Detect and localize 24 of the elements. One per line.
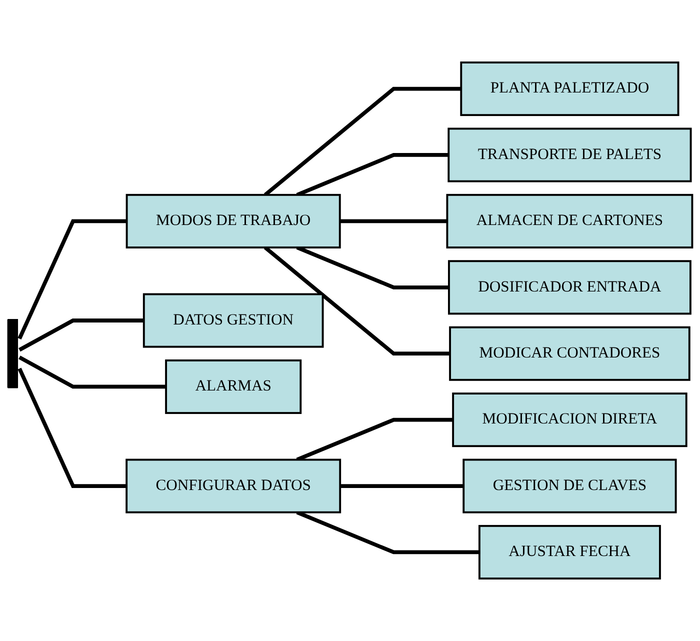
connector-line: [264, 246, 450, 356]
menu-box: CONFIGURAR DATOS: [126, 458, 342, 514]
connector-line: [340, 219, 448, 224]
menu-box: ALARMAS: [165, 359, 302, 414]
menu-box: AJUSTAR FECHA: [478, 524, 661, 580]
menu-box: MODIFICACION DIRETA: [452, 392, 688, 448]
menu-box: DATOS GESTION: [142, 293, 324, 348]
connector-line: [18, 356, 166, 389]
connector-line: [296, 153, 449, 197]
menu-box: TRANSPORTE DE PALETS: [448, 128, 692, 182]
connector-line: [18, 368, 127, 488]
menu-box: GESTION DE CLAVES: [462, 458, 677, 514]
menu-box: ALMACEN DE CARTONES: [446, 194, 694, 248]
menu-box: MODICAR CONTADORES: [449, 326, 690, 381]
connector-line: [296, 246, 449, 290]
connector-line: [340, 484, 464, 488]
menu-box: MODOS DE TRABAJO: [126, 194, 341, 248]
connector-line: [18, 318, 144, 352]
bus-bar: [7, 319, 18, 388]
connector-line: [264, 86, 462, 196]
menu-box: DOSIFICADOR ENTRADA: [448, 260, 692, 315]
connector-line: [296, 510, 480, 554]
menu-box: PLANTA PALETIZADO: [460, 62, 680, 116]
connector-line: [18, 219, 127, 340]
